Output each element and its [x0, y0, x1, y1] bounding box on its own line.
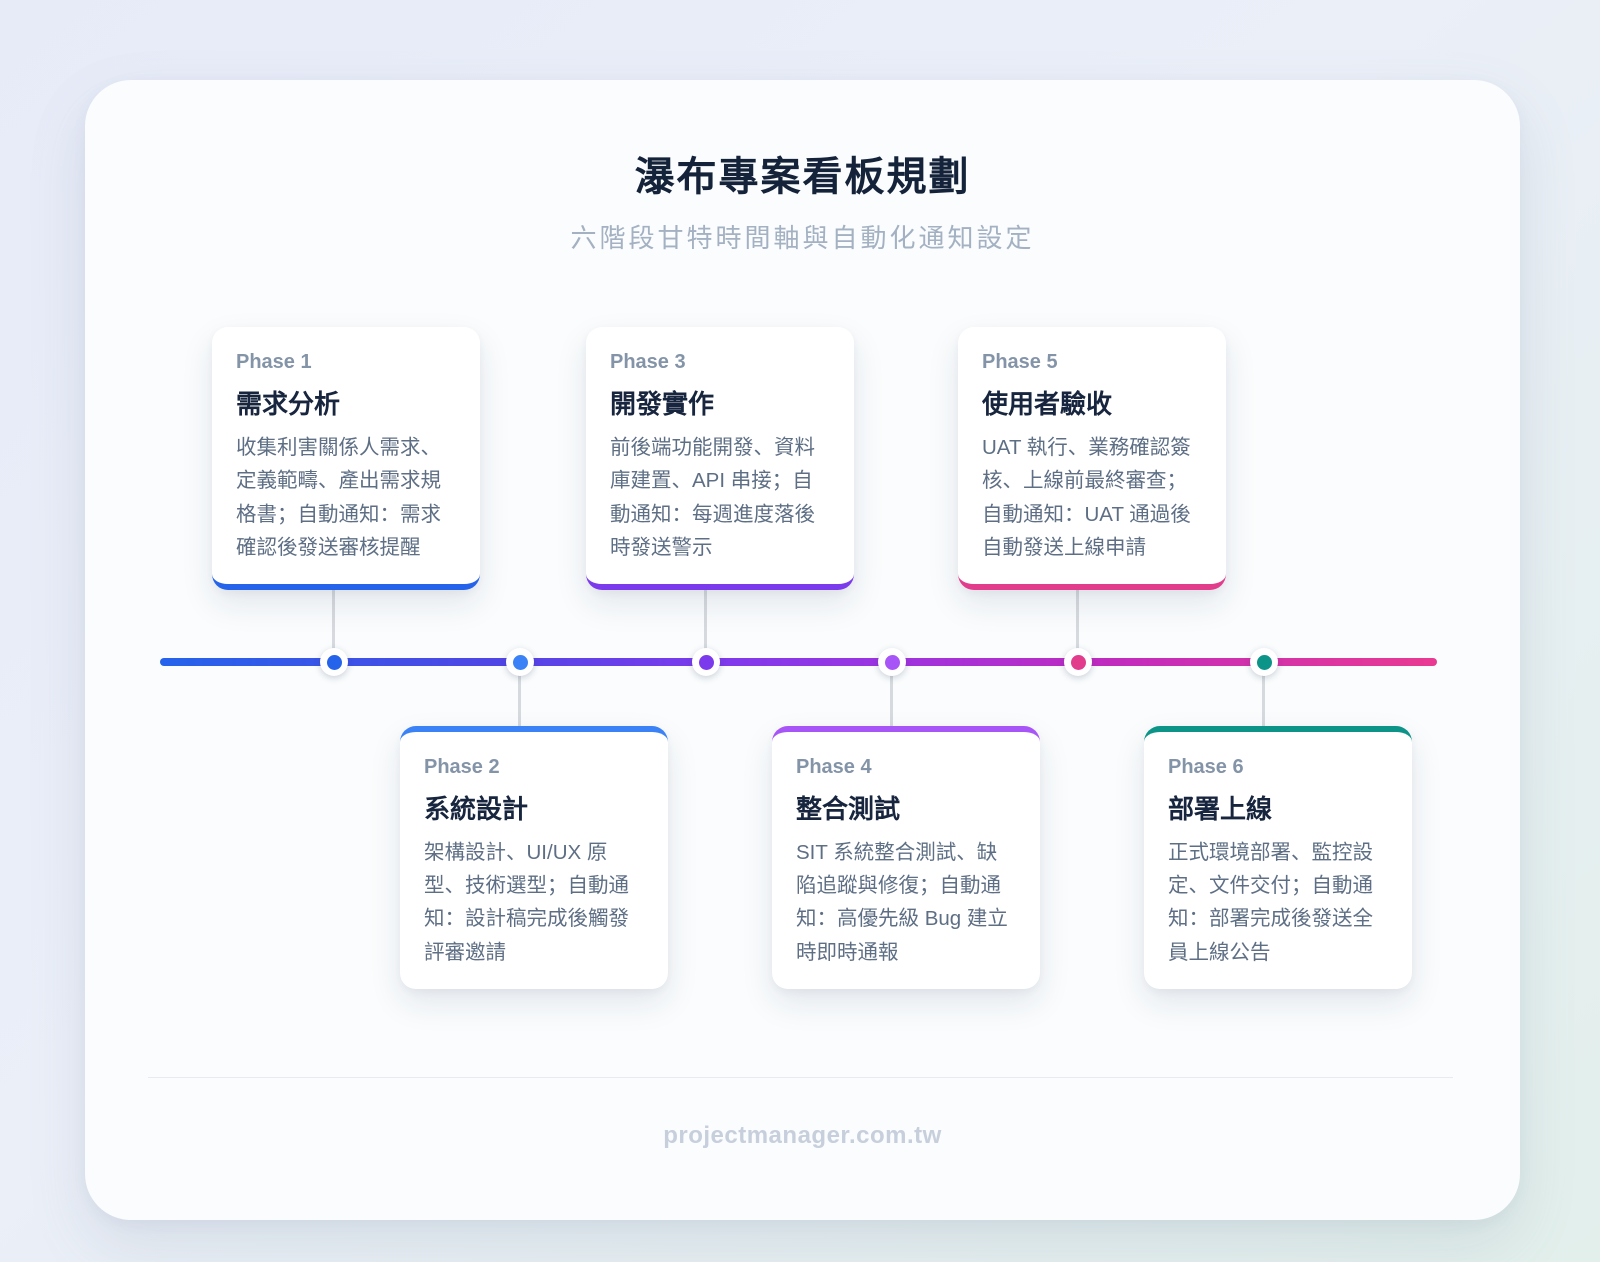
phase-label: Phase 3: [610, 351, 686, 374]
milestone-dot-fill: [1256, 654, 1272, 670]
phase-card-6: Phase 6 部署上線 正式環境部署、監控設定、文件交付；自動通知：部署完成後…: [1144, 726, 1412, 989]
page-title: 瀑布專案看板規劃: [634, 155, 971, 199]
timeline-line: [160, 658, 1437, 666]
phase-card-3: Phase 3 開發實作 前後端功能開發、資料庫建置、API 串接；自動通知：每…: [586, 327, 854, 590]
milestone-dot-fill: [326, 654, 342, 670]
phase-title: 使用者驗收: [982, 389, 1113, 420]
milestone-dot-phase-1: [320, 648, 348, 676]
phase-title: 需求分析: [236, 389, 341, 420]
phase-card-1: Phase 1 需求分析 收集利害關係人需求、定義範疇、產出需求規格書；自動通知…: [212, 327, 480, 590]
phase-description: 正式環境部署、監控設定、文件交付；自動通知：部署完成後發送全員上線公告: [1168, 841, 1373, 964]
infographic-panel: 瀑布專案看板規劃 六階段甘特時間軸與自動化通知設定 Phase 1 需求分析 收…: [85, 80, 1520, 1220]
milestone-dot-phase-6: [1250, 648, 1278, 676]
phase-label: Phase 5: [982, 351, 1058, 374]
phase-description: 收集利害關係人需求、定義範疇、產出需求規格書；自動通知：需求確認後發送審核提醒: [236, 436, 441, 559]
phase-label: Phase 6: [1168, 756, 1244, 778]
phase-description: 前後端功能開發、資料庫建置、API 串接；自動通知：每週進度落後時發送警示: [610, 436, 815, 559]
connector-phase-6: [1262, 662, 1265, 726]
phase-card-2: Phase 2 系統設計 架構設計、UI/UX 原型、技術選型；自動通知：設計稿…: [400, 726, 668, 989]
phase-description: UAT 執行、業務確認簽核、上線前最終審查；自動通知：UAT 通過後自動發送上線…: [982, 436, 1191, 559]
connector-phase-1: [332, 588, 335, 662]
connector-phase-5: [1076, 588, 1079, 662]
phase-label: Phase 4: [796, 756, 872, 778]
footer-divider: [148, 1077, 1453, 1078]
milestone-dot-phase-4: [878, 648, 906, 676]
milestone-dot-fill: [884, 654, 900, 670]
connector-phase-2: [518, 662, 521, 726]
milestone-dot-phase-3: [692, 648, 720, 676]
milestone-dot-fill: [698, 654, 714, 670]
phase-card-4: Phase 4 整合測試 SIT 系統整合測試、缺陷追蹤與修復；自動通知：高優先…: [772, 726, 1040, 989]
connector-phase-3: [704, 588, 707, 662]
phase-title: 整合測試: [796, 794, 901, 824]
phase-description: 架構設計、UI/UX 原型、技術選型；自動通知：設計稿完成後觸發評審邀請: [424, 841, 629, 964]
connector-phase-4: [890, 662, 893, 726]
phase-label: Phase 2: [424, 756, 500, 778]
page-subtitle: 六階段甘特時間軸與自動化通知設定: [570, 223, 1035, 253]
phase-title: 開發實作: [610, 389, 715, 420]
phase-description: SIT 系統整合測試、缺陷追蹤與修復；自動通知：高優先級 Bug 建立時即時通報: [796, 841, 1008, 964]
phase-label: Phase 1: [236, 351, 312, 374]
footer-site-label: projectmanager.com.tw: [663, 1122, 942, 1149]
milestone-dot-phase-2: [506, 648, 534, 676]
phase-title: 部署上線: [1168, 794, 1273, 824]
phase-title: 系統設計: [424, 794, 529, 824]
milestone-dot-fill: [1070, 654, 1086, 670]
milestone-dot-phase-5: [1064, 648, 1092, 676]
phase-card-5: Phase 5 使用者驗收 UAT 執行、業務確認簽核、上線前最終審查；自動通知…: [958, 327, 1226, 590]
milestone-dot-fill: [512, 654, 528, 670]
